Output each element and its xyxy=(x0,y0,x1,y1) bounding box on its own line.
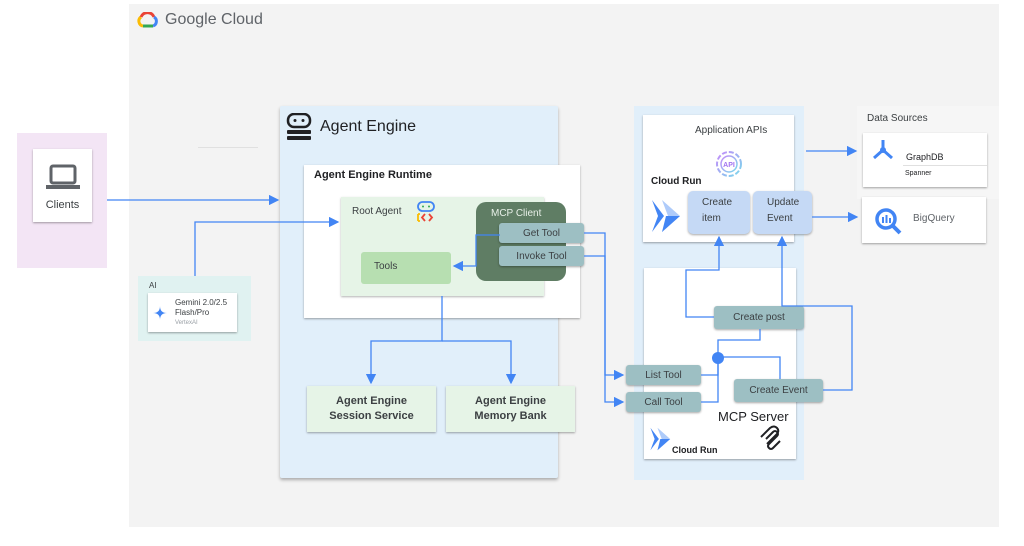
gemini-icon xyxy=(153,305,167,320)
session-service-node[interactable]: Agent Engine Session Service xyxy=(307,386,436,432)
application-apis-title: Application APIs xyxy=(695,125,768,136)
agent-engine-title: Agent Engine xyxy=(320,118,417,135)
gemini-model-line2: Flash/Pro xyxy=(175,307,210,317)
laptop-icon xyxy=(45,164,80,189)
call-tool-node[interactable]: Call Tool xyxy=(626,392,701,412)
agent-engine-icon xyxy=(286,113,312,140)
clients-node[interactable]: Clients xyxy=(33,149,92,222)
update-event-line1: Update xyxy=(767,197,800,208)
clients-label: Clients xyxy=(45,199,80,211)
session-service-line1: Agent Engine xyxy=(336,395,407,407)
update-event-line2: Event xyxy=(767,213,793,224)
update-event-node[interactable]: Update Event xyxy=(753,191,812,234)
cloud-run-icon xyxy=(652,200,680,232)
gemini-provider: VertexAI xyxy=(175,319,198,326)
spanner-label: Spanner xyxy=(905,170,932,177)
graphdb-label: GraphDB xyxy=(906,152,944,162)
adk-icon xyxy=(417,201,435,222)
gemini-node[interactable]: Gemini 2.0/2.5 Flash/Pro VertexAI xyxy=(148,293,237,332)
session-service-line2: Session Service xyxy=(329,410,414,422)
api-gear-icon: API xyxy=(716,151,742,177)
list-tool-node[interactable]: List Tool xyxy=(626,365,701,385)
create-item-line2: item xyxy=(702,213,721,224)
brand-label: Google Cloud xyxy=(165,11,263,28)
data-sources-title: Data Sources xyxy=(867,113,928,124)
bigquery-icon xyxy=(875,208,902,235)
mcp-cloud-run-label: Cloud Run xyxy=(672,445,718,455)
google-cloud-icon xyxy=(137,12,158,28)
mcp-server-title: MCP Server xyxy=(718,409,789,424)
mcp-logo-icon xyxy=(760,425,781,450)
graphdb-divider xyxy=(903,165,987,166)
cloud-run-icon xyxy=(650,427,671,451)
bigquery-label: BigQuery xyxy=(913,213,955,224)
memory-bank-node[interactable]: Agent Engine Memory Bank xyxy=(446,386,575,432)
spanner-icon xyxy=(873,140,893,160)
divider xyxy=(198,147,258,148)
tools-node[interactable]: Tools xyxy=(361,252,451,284)
agent-engine-header: Agent Engine xyxy=(286,113,416,141)
app-cloud-run-label: Cloud Run xyxy=(651,176,702,187)
google-cloud-logo: Google Cloud xyxy=(137,11,263,29)
create-item-node[interactable]: Create item xyxy=(688,191,750,234)
memory-bank-line2: Memory Bank xyxy=(474,410,547,422)
runtime-title: Agent Engine Runtime xyxy=(314,169,432,181)
mcp-client-label: MCP Client xyxy=(491,208,542,219)
create-event-node[interactable]: Create Event xyxy=(734,379,823,402)
ai-zone-label: AI xyxy=(149,281,157,290)
create-post-node[interactable]: Create post xyxy=(714,306,804,329)
invoke-tool-node[interactable]: Invoke Tool xyxy=(499,246,584,266)
memory-bank-line1: Agent Engine xyxy=(475,395,546,407)
gemini-model-line1: Gemini 2.0/2.5 xyxy=(175,297,228,307)
create-item-line1: Create xyxy=(702,197,733,208)
svg-text:API: API xyxy=(723,162,735,169)
root-agent-label: Root Agent xyxy=(352,206,402,217)
get-tool-node[interactable]: Get Tool xyxy=(499,223,584,243)
